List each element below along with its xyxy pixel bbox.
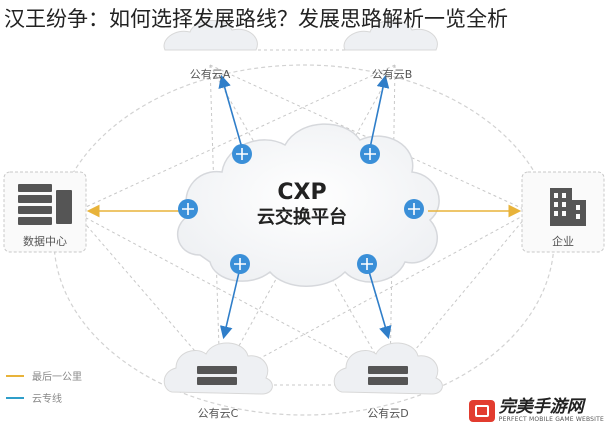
server-rack-icon bbox=[18, 184, 72, 225]
cloud-c-label: 公有云C bbox=[197, 407, 239, 420]
legend-label-cloud-line: 云专线 bbox=[32, 394, 62, 405]
cloud-a bbox=[163, 20, 258, 51]
watermark-sub: PERFECT MOBILE GAME WEBSITE bbox=[498, 416, 604, 423]
cloud-b-label: 公有云B bbox=[371, 68, 413, 81]
watermark-logo-icon bbox=[468, 400, 495, 422]
watermark-main: 完美手游网 bbox=[498, 397, 584, 417]
cloud-d bbox=[333, 342, 443, 395]
routers bbox=[178, 144, 424, 274]
cloud-b bbox=[343, 20, 438, 51]
cloud-d-label: 公有云D bbox=[367, 407, 409, 420]
center-label-line1: CXP bbox=[277, 180, 327, 205]
center-cloud-label: CXP 云交换平台 bbox=[222, 180, 382, 230]
building-icon bbox=[550, 188, 586, 226]
legend-swatch-last-mile bbox=[6, 374, 24, 377]
watermark-text: 完美手游网 PERFECT MOBILE GAME WEBSITE bbox=[499, 398, 604, 424]
watermark: 完美手游网 PERFECT MOBILE GAME WEBSITE bbox=[468, 398, 604, 424]
router-icon bbox=[357, 254, 377, 274]
router-icon bbox=[178, 199, 198, 219]
legend-label-last-mile: 最后一公里 bbox=[32, 372, 82, 383]
router-icon bbox=[404, 199, 424, 219]
cloud-c bbox=[163, 342, 273, 395]
center-label-line2: 云交换平台 bbox=[257, 207, 347, 228]
center-cloud bbox=[176, 123, 440, 287]
cloud-a-label: 公有云A bbox=[189, 68, 231, 81]
legend-swatch-cloud-line bbox=[6, 396, 24, 399]
enterprise-label: 企业 bbox=[552, 235, 574, 248]
datacenter-label: 数据中心 bbox=[23, 235, 67, 248]
router-icon bbox=[360, 144, 380, 164]
router-icon bbox=[230, 254, 250, 274]
page-title: 汉王纷争：如何选择发展路线？发展思路解析一览全析 bbox=[4, 7, 508, 31]
legend-last-mile: 最后一公里 bbox=[6, 368, 82, 383]
legend-cloud-line: 云专线 bbox=[6, 390, 62, 405]
router-icon bbox=[232, 144, 252, 164]
cloud-lines bbox=[218, 74, 392, 340]
